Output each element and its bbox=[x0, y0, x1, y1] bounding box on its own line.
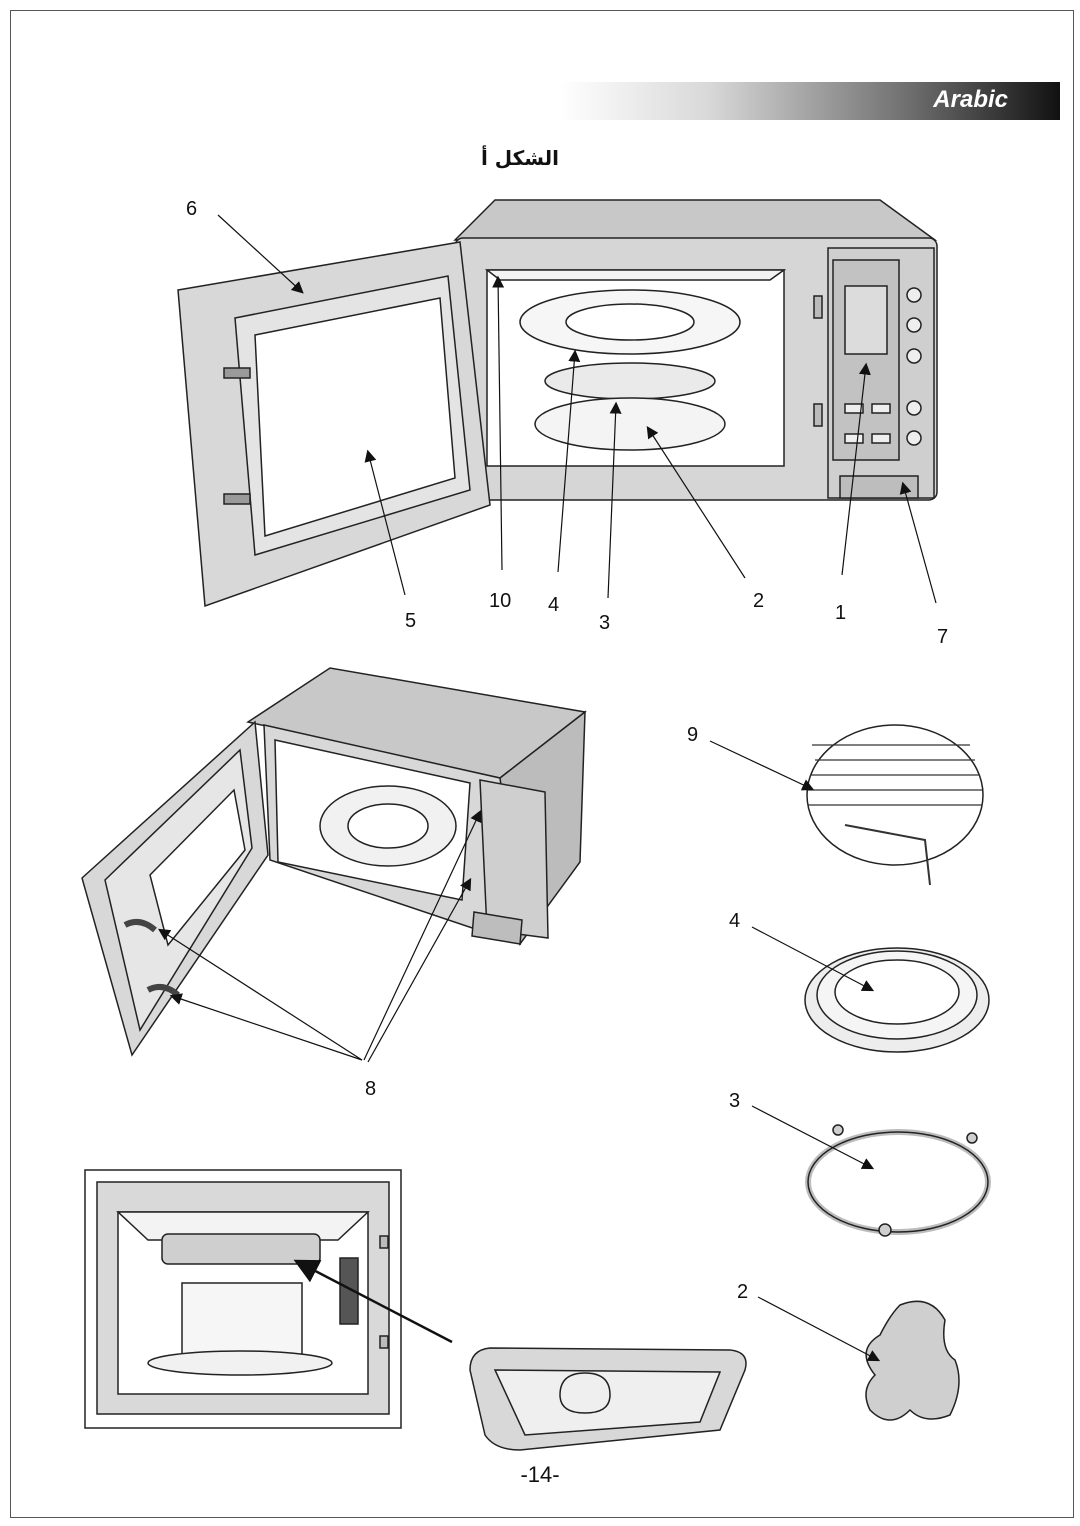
callout-3-ring: 3 bbox=[729, 1090, 741, 1112]
language-label: Arabic bbox=[933, 86, 1008, 113]
page-number: -14- bbox=[520, 1462, 560, 1487]
cavity-interior-view bbox=[84, 1169, 402, 1429]
callout-4-turntable: 4 bbox=[729, 910, 741, 932]
microwave-perspective-view bbox=[81, 667, 587, 1057]
callout-1: 1 bbox=[835, 602, 847, 624]
figure-title: الشكل أ bbox=[480, 146, 560, 170]
page-border bbox=[10, 10, 1074, 1518]
callout-8-arrows bbox=[157, 809, 482, 1063]
grill-heater-cover bbox=[469, 1347, 747, 1451]
coupler bbox=[865, 1300, 960, 1421]
callout-7: 7 bbox=[937, 626, 949, 648]
top-callout-arrows bbox=[217, 214, 937, 604]
callout-2-coupler: 2 bbox=[737, 1281, 749, 1303]
grill-rack bbox=[806, 724, 984, 886]
callout-8: 8 bbox=[365, 1078, 377, 1100]
callout-4: 4 bbox=[548, 594, 560, 616]
microwave-front-view bbox=[177, 199, 938, 608]
callout-10: 10 bbox=[489, 590, 512, 612]
callout-6: 6 bbox=[186, 198, 198, 220]
header-band: Arabic bbox=[560, 82, 1060, 120]
glass-turntable bbox=[804, 947, 990, 1053]
callout-9: 9 bbox=[687, 724, 699, 746]
callout-3: 3 bbox=[599, 612, 611, 634]
callout-5: 5 bbox=[405, 610, 417, 632]
roller-ring bbox=[805, 1124, 991, 1237]
callout-2: 2 bbox=[753, 590, 765, 612]
